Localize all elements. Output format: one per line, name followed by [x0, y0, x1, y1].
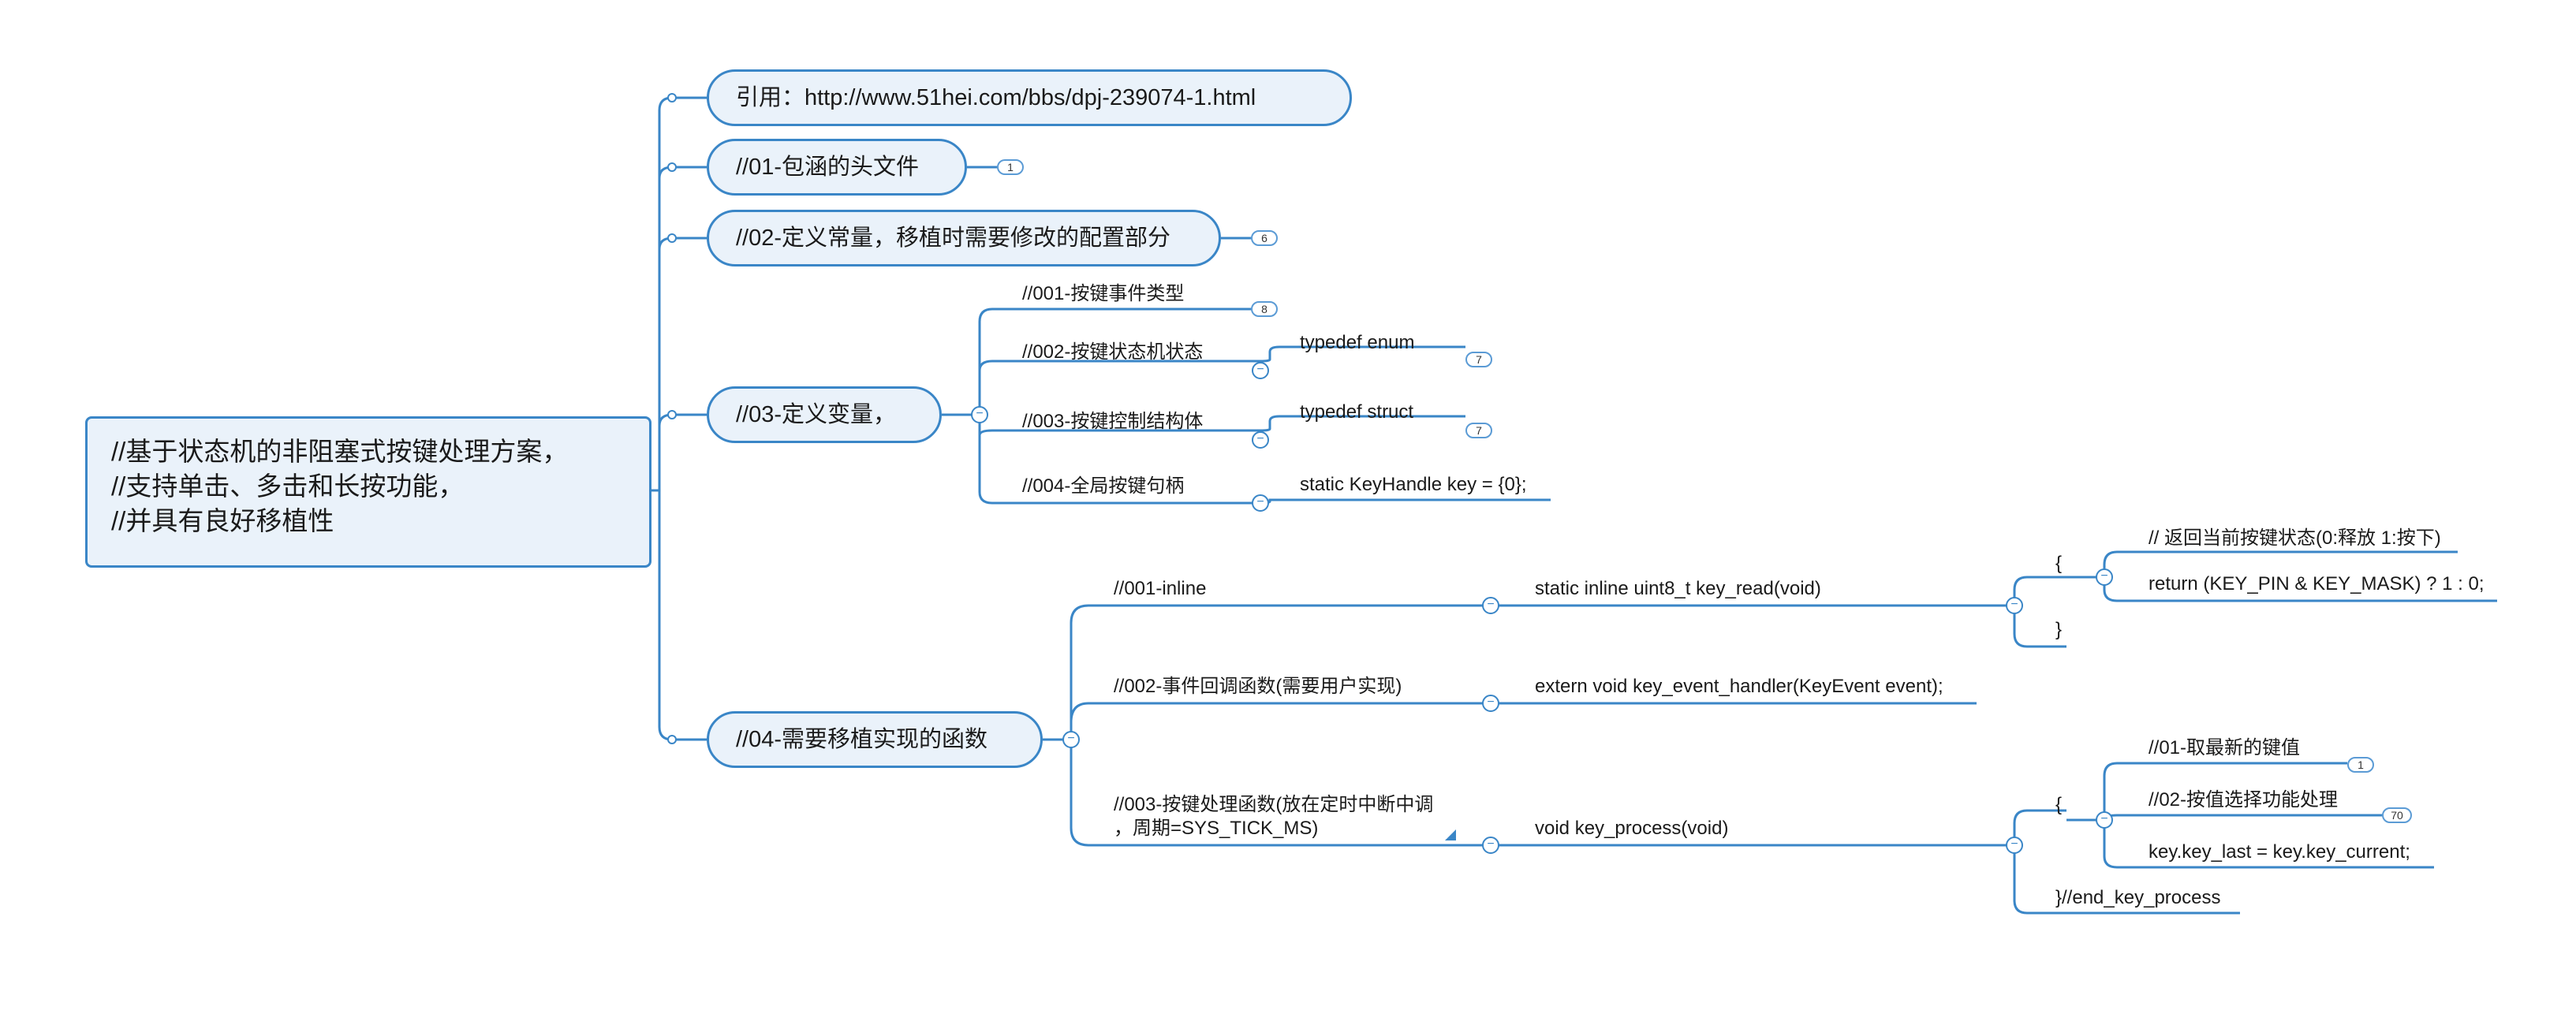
attach-dot-t04 [667, 735, 677, 744]
var-004-global-handle[interactable]: //004-全局按键句柄 [1022, 475, 1185, 497]
topic-reference[interactable]: 引用：http://www.51hei.com/bbs/dpj-239074-1… [707, 69, 1352, 126]
func-001-comment[interactable]: // 返回当前按键状态(0:释放 1:按下) [2149, 527, 2441, 549]
connector-t04-mid [1070, 702, 1491, 723]
attach-dot-t01 [667, 162, 677, 172]
connector-t03-up [978, 307, 1251, 415]
connector-t04-up [1070, 604, 1491, 740]
var-003-typedef-struct[interactable]: typedef struct [1300, 401, 1414, 423]
func-003-end-brace[interactable]: }//end_key_process [2055, 887, 2221, 908]
func-003-step-03[interactable]: key.key_last = key.key_current; [2149, 841, 2410, 863]
topic-04-functions[interactable]: //04-需要移植实现的函数 [707, 711, 1043, 768]
collapse-button-t03[interactable]: − [971, 406, 988, 423]
collapse-button-v003[interactable]: − [1252, 431, 1269, 449]
connector-f003-s01 [2103, 762, 2347, 820]
connector-t03-down [978, 415, 1260, 505]
count-badge-t02[interactable]: 6 [1251, 230, 1278, 246]
connector-root-trunk [651, 96, 707, 492]
func-003-open-brace[interactable]: { [2055, 794, 2063, 815]
var-002-typedef-enum[interactable]: typedef enum [1300, 332, 1415, 353]
connector-f003-s02 [2103, 814, 2382, 821]
connector-f001-close [2013, 606, 2066, 648]
connector-t03 [658, 413, 707, 427]
func-001-close-brace[interactable]: } [2055, 619, 2063, 640]
topic-02-constants[interactable]: //02-定义常量，移植时需要修改的配置部分 [707, 210, 1221, 266]
root-node[interactable]: //基于状态机的非阻塞式按键处理方案， //支持单击、多击和长按功能， //并具… [85, 416, 651, 568]
func-003-key-process[interactable]: void key_process(void) [1535, 818, 1729, 839]
func-002-extern-handler[interactable]: extern void key_event_handler(KeyEvent e… [1535, 676, 1943, 697]
count-badge-f02[interactable]: 70 [2382, 807, 2412, 823]
func-003-process-line-1[interactable]: //003-按键处理函数(放在定时中断中调 [1114, 794, 1434, 815]
connector-f003-open [2013, 809, 2066, 845]
root-line-2: //支持单击、多击和长按功能， [111, 471, 465, 501]
func-003-step-02[interactable]: //02-按值选择功能处理 [2149, 789, 2339, 811]
collapse-button-f003[interactable]: − [1482, 837, 1499, 854]
count-badge-t01[interactable]: 1 [997, 159, 1024, 175]
connector-t01 [658, 166, 707, 179]
connector-v004-child [1260, 498, 1551, 505]
count-badge-v003[interactable]: 7 [1465, 423, 1492, 438]
func-001-return[interactable]: return (KEY_PIN & KEY_MASK) ? 1 : 0; [2149, 573, 2485, 594]
connector-t02 [658, 237, 707, 250]
func-001-key-read[interactable]: static inline uint8_t key_read(void) [1535, 578, 1821, 599]
connector-root-trunk-lower [658, 481, 707, 741]
var-002-fsm-state[interactable]: //002-按键状态机状态 [1022, 341, 1204, 363]
func-001-inline[interactable]: //001-inline [1114, 578, 1207, 599]
root-line-3: //并具有良好移植性 [111, 506, 334, 535]
connector-v002-child [1260, 345, 1465, 363]
collapse-button-t04[interactable]: − [1062, 731, 1080, 748]
topic-03-variables[interactable]: //03-定义变量， [707, 386, 942, 443]
var-001-event-type[interactable]: //001-按键事件类型 [1022, 283, 1185, 304]
connector-t04-down [1070, 740, 1491, 847]
collapse-button-v002[interactable]: − [1252, 362, 1269, 379]
func-001-open-brace[interactable]: { [2055, 553, 2063, 574]
func-003-process-line-2[interactable]: ，周期=SYS_TICK_MS) [1114, 818, 1319, 839]
count-badge-f01[interactable]: 1 [2347, 757, 2374, 773]
collapse-button-f003-open[interactable]: − [2096, 811, 2113, 829]
connector-f001-return [2103, 577, 2497, 602]
func-002-callback[interactable]: //002-事件回调函数(需要用户实现) [1114, 676, 1402, 697]
func-003-step-01[interactable]: //01-取最新的键值 [2149, 737, 2301, 758]
connector-f001-open [2013, 576, 2066, 606]
var-003-control-struct[interactable]: //003-按键控制结构体 [1022, 411, 1204, 432]
count-badge-v001[interactable]: 8 [1251, 301, 1278, 317]
connector-f003-s03 [2103, 820, 2434, 869]
attach-dot-ref [667, 93, 677, 102]
attach-dot-t02 [667, 233, 677, 243]
collapse-button-f001-open[interactable]: − [2096, 568, 2113, 586]
count-badge-v002[interactable]: 7 [1465, 352, 1492, 367]
topic-01-headers[interactable]: //01-包涵的头文件 [707, 139, 967, 196]
collapse-button-f001-child[interactable]: − [2006, 597, 2023, 614]
collapse-button-f002[interactable]: − [1482, 695, 1499, 712]
connector-t03-mid [978, 360, 1260, 371]
root-line-1: //基于状态机的非阻塞式按键处理方案， [111, 437, 569, 466]
note-marker-icon [1445, 829, 1456, 840]
connector-f003-endbranch [2013, 845, 2240, 915]
collapse-button-f003-child[interactable]: − [2006, 837, 2023, 854]
var-004-static-key[interactable]: static KeyHandle key = {0}; [1300, 474, 1527, 495]
collapse-button-v004[interactable]: − [1252, 494, 1269, 512]
connector-v003-child [1260, 415, 1465, 432]
collapse-button-f001[interactable]: − [1482, 597, 1499, 614]
connector-f001-comment [2103, 550, 2458, 577]
attach-dot-t03 [667, 410, 677, 419]
